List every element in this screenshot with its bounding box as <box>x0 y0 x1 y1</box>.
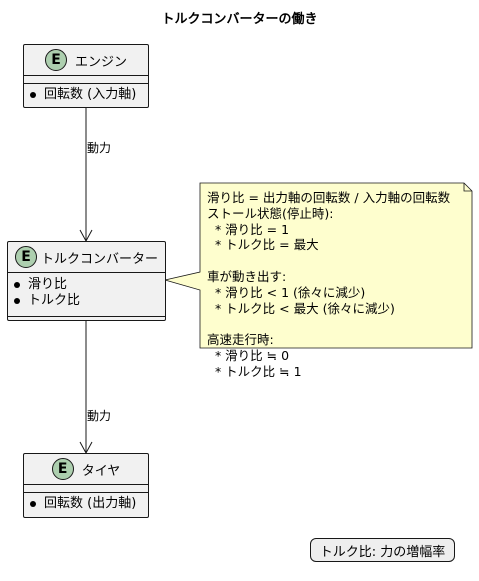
divider <box>24 83 148 84</box>
entity-torque-converter: E トルクコンバーター 滑り比 トルク比 <box>7 241 166 321</box>
entity-engine-header: E エンジン <box>24 45 148 75</box>
field-label: 回転数 (入力軸) <box>44 87 137 102</box>
field-item: 回転数 (入力軸) <box>30 87 148 103</box>
note-text: 滑り比 = 出力軸の回転数 / 入力軸の回転数 ストール状態(停止時): * 滑… <box>207 190 451 379</box>
entity-engine-fields: 回転数 (入力軸) <box>24 84 148 107</box>
bullet-icon <box>30 501 36 507</box>
field-item: トルク比 <box>14 293 165 309</box>
entity-badge-icon: E <box>14 246 37 268</box>
legend-label: トルク比: 力の増幅率 <box>319 544 446 560</box>
legend: トルク比: 力の増幅率 <box>310 538 455 562</box>
entity-engine: E エンジン 回転数 (入力軸) <box>23 44 149 108</box>
entity-tire-fields: 回転数 (出力軸) <box>24 493 148 516</box>
entity-torque-converter-name: トルクコンバーター <box>40 251 158 267</box>
note-fold <box>463 183 472 192</box>
bullet-icon <box>14 282 20 288</box>
divider <box>24 492 148 493</box>
bullet-icon <box>30 92 36 98</box>
divider <box>8 272 165 273</box>
field-item: 滑り比 <box>14 277 165 293</box>
bullet-icon <box>14 298 20 304</box>
divider <box>8 316 165 317</box>
entity-tire-header: E タイヤ <box>24 454 148 484</box>
divider <box>24 484 148 485</box>
field-item: 回転数 (出力軸) <box>30 496 148 512</box>
entity-badge-icon: E <box>51 458 74 480</box>
entity-tire-name: タイヤ <box>81 463 121 479</box>
entity-tire: E タイヤ 回転数 (出力軸) <box>23 453 149 518</box>
note-box <box>164 182 473 349</box>
entity-badge-icon: E <box>44 49 67 71</box>
entity-torque-converter-fields: 滑り比 トルク比 <box>8 273 165 313</box>
edge-label-engine-to-converter: 動力 <box>87 141 112 155</box>
edge-label-converter-to-tire: 動力 <box>87 409 112 423</box>
entity-torque-converter-header: E トルクコンバーター <box>8 242 165 272</box>
field-label: 滑り比 <box>28 277 68 292</box>
divider <box>24 75 148 76</box>
entity-engine-name: エンジン <box>74 54 127 70</box>
field-label: 回転数 (出力軸) <box>44 496 137 511</box>
field-label: トルク比 <box>28 293 81 308</box>
diagram-title: トルクコンバーターの働き <box>161 12 318 27</box>
